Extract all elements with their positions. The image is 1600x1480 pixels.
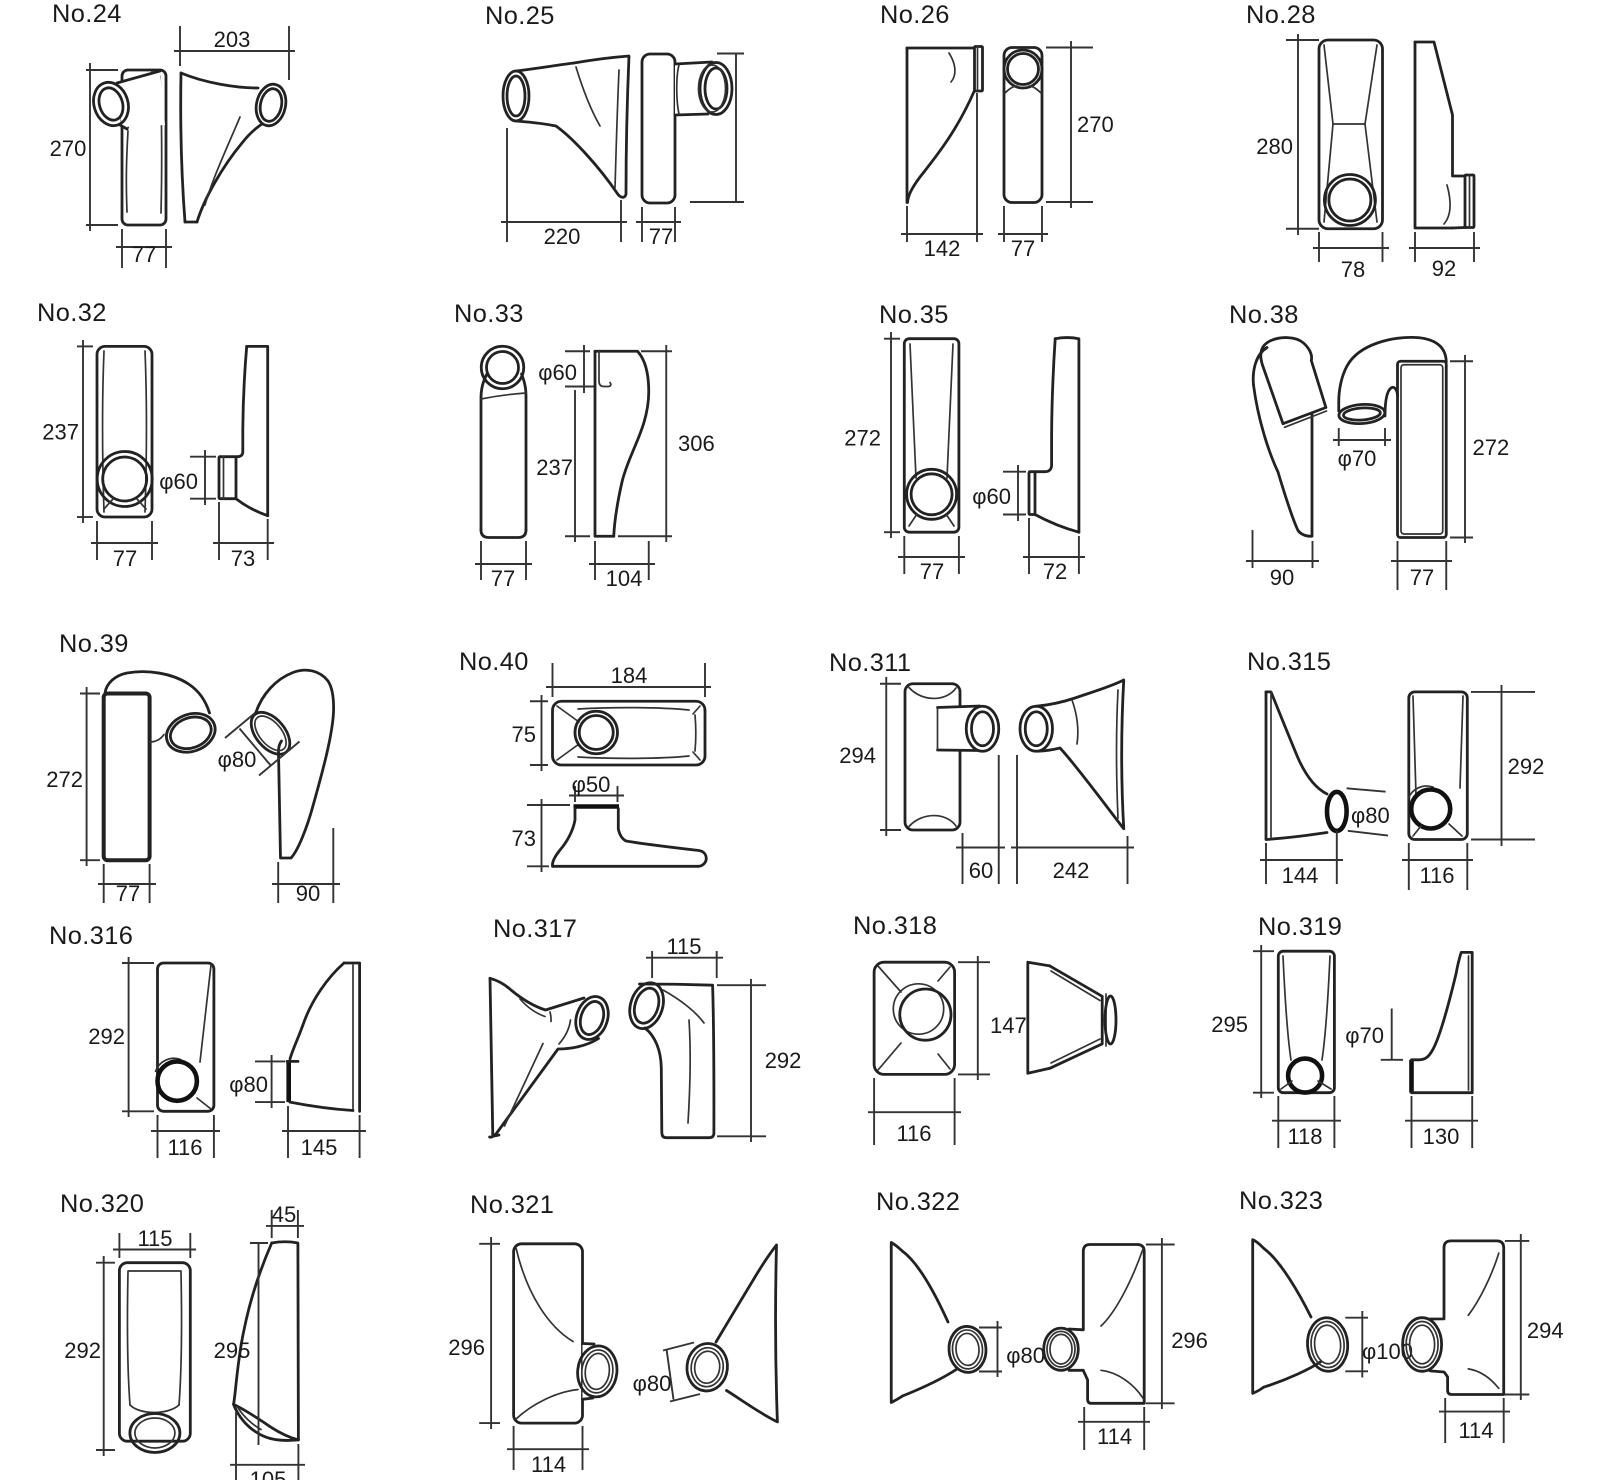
svg-text:77: 77 bbox=[132, 242, 156, 267]
svg-text:77: 77 bbox=[491, 566, 515, 591]
svg-text:φ80: φ80 bbox=[1006, 1343, 1045, 1368]
svg-text:294: 294 bbox=[839, 743, 876, 768]
svg-text:77: 77 bbox=[1410, 565, 1434, 590]
svg-text:No.315: No.315 bbox=[1247, 648, 1331, 676]
svg-text:No.323: No.323 bbox=[1239, 1187, 1323, 1215]
svg-text:No.320: No.320 bbox=[60, 1190, 144, 1218]
svg-text:No.316: No.316 bbox=[49, 922, 133, 950]
svg-text:292: 292 bbox=[88, 1024, 125, 1049]
svg-text:No.318: No.318 bbox=[853, 912, 937, 940]
svg-text:116: 116 bbox=[167, 1135, 202, 1160]
svg-text:60: 60 bbox=[969, 858, 993, 883]
svg-text:272: 272 bbox=[844, 426, 881, 451]
svg-text:No.39: No.39 bbox=[59, 630, 129, 658]
svg-text:77: 77 bbox=[116, 881, 140, 906]
svg-text:72: 72 bbox=[1043, 559, 1067, 584]
svg-text:No.35: No.35 bbox=[879, 301, 949, 329]
svg-text:114: 114 bbox=[1097, 1424, 1132, 1449]
svg-text:77: 77 bbox=[113, 546, 137, 571]
svg-text:306: 306 bbox=[678, 431, 715, 456]
svg-text:116: 116 bbox=[1419, 863, 1454, 888]
svg-text:77: 77 bbox=[920, 559, 944, 584]
svg-text:φ70: φ70 bbox=[1345, 1023, 1384, 1048]
svg-text:90: 90 bbox=[296, 881, 320, 906]
svg-text:115: 115 bbox=[137, 1226, 172, 1251]
svg-text:130: 130 bbox=[1423, 1124, 1460, 1149]
svg-text:270: 270 bbox=[50, 136, 87, 161]
svg-text:292: 292 bbox=[765, 1048, 802, 1073]
svg-text:115: 115 bbox=[666, 934, 701, 959]
svg-text:116: 116 bbox=[896, 1121, 931, 1146]
svg-text:No.26: No.26 bbox=[880, 1, 950, 29]
svg-text:No.33: No.33 bbox=[454, 300, 524, 328]
svg-text:142: 142 bbox=[924, 236, 961, 261]
svg-text:144: 144 bbox=[1282, 863, 1319, 888]
svg-text:75: 75 bbox=[512, 722, 536, 747]
svg-text:φ60: φ60 bbox=[972, 484, 1011, 509]
svg-text:78: 78 bbox=[1341, 257, 1365, 282]
svg-text:114: 114 bbox=[1458, 1418, 1493, 1443]
svg-text:237: 237 bbox=[536, 455, 573, 480]
svg-text:φ80: φ80 bbox=[218, 747, 257, 772]
svg-text:270: 270 bbox=[1077, 112, 1114, 137]
svg-text:295: 295 bbox=[1211, 1012, 1248, 1037]
svg-text:No.319: No.319 bbox=[1258, 913, 1342, 941]
svg-text:No.317: No.317 bbox=[493, 915, 577, 943]
svg-text:237: 237 bbox=[42, 420, 79, 445]
svg-text:φ60: φ60 bbox=[538, 360, 577, 385]
svg-text:294: 294 bbox=[1527, 1318, 1564, 1343]
svg-text:292: 292 bbox=[64, 1338, 101, 1363]
svg-text:184: 184 bbox=[611, 663, 648, 688]
svg-text:φ70: φ70 bbox=[1338, 446, 1377, 471]
svg-text:No.24: No.24 bbox=[52, 0, 122, 28]
svg-text:147: 147 bbox=[990, 1013, 1027, 1038]
svg-text:77: 77 bbox=[1011, 236, 1035, 261]
svg-text:No.311: No.311 bbox=[829, 649, 911, 677]
svg-text:No.40: No.40 bbox=[459, 648, 529, 676]
svg-text:114: 114 bbox=[531, 1452, 566, 1477]
svg-text:No.25: No.25 bbox=[485, 2, 555, 30]
svg-text:No.321: No.321 bbox=[470, 1191, 554, 1219]
svg-text:No.38: No.38 bbox=[1229, 301, 1299, 329]
svg-text:145: 145 bbox=[301, 1135, 338, 1160]
svg-text:280: 280 bbox=[1256, 134, 1293, 159]
svg-text:203: 203 bbox=[214, 27, 251, 52]
svg-text:292: 292 bbox=[1508, 754, 1545, 779]
svg-text:φ50: φ50 bbox=[572, 772, 611, 797]
svg-text:73: 73 bbox=[512, 826, 536, 851]
svg-text:90: 90 bbox=[1270, 565, 1294, 590]
svg-text:No.322: No.322 bbox=[876, 1188, 960, 1216]
svg-text:272: 272 bbox=[1473, 435, 1510, 460]
svg-text:73: 73 bbox=[231, 546, 255, 571]
svg-text:φ80: φ80 bbox=[229, 1072, 268, 1097]
svg-text:220: 220 bbox=[544, 224, 581, 249]
svg-text:92: 92 bbox=[1432, 256, 1456, 281]
svg-text:45: 45 bbox=[272, 1202, 296, 1227]
svg-text:φ80: φ80 bbox=[633, 1371, 672, 1396]
svg-text:φ60: φ60 bbox=[159, 469, 198, 494]
svg-text:296: 296 bbox=[1171, 1328, 1208, 1353]
svg-text:118: 118 bbox=[1287, 1124, 1322, 1149]
svg-text:242: 242 bbox=[1053, 858, 1090, 883]
svg-text:296: 296 bbox=[448, 1335, 485, 1360]
svg-text:77: 77 bbox=[649, 224, 673, 249]
svg-text:272: 272 bbox=[46, 767, 83, 792]
svg-text:104: 104 bbox=[606, 566, 643, 591]
svg-text:φ80: φ80 bbox=[1351, 803, 1390, 828]
svg-text:No.28: No.28 bbox=[1246, 1, 1316, 29]
svg-text:105: 105 bbox=[250, 1467, 287, 1480]
svg-text:No.32: No.32 bbox=[37, 299, 107, 327]
svg-text:295: 295 bbox=[214, 1338, 251, 1363]
